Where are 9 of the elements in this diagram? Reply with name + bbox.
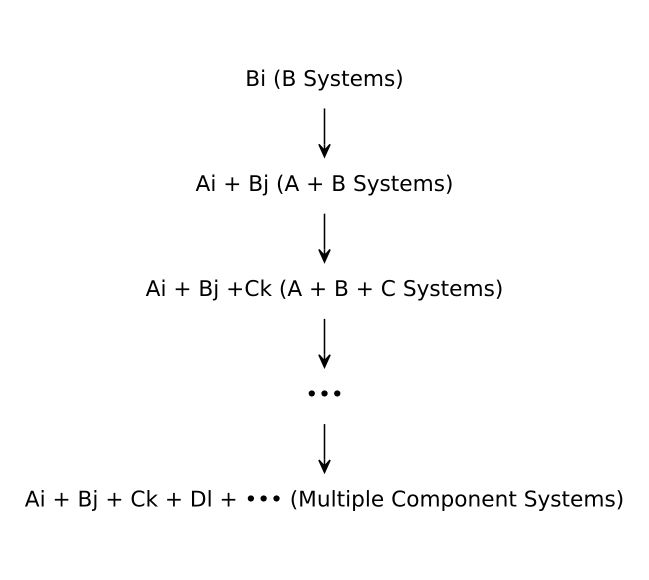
node-text: •••: [305, 382, 344, 407]
node-text: Ai + Bj +Ck (A + B + C Systems): [146, 276, 504, 302]
node-text: Bi (B Systems): [245, 66, 404, 92]
node-text: Ai + Bj + Ck + Dl + ••• (Multiple Component Systems): [24, 487, 624, 512]
arrow: [318, 318, 331, 368]
arrow: [318, 108, 331, 157]
arrow: [318, 213, 331, 262]
node-text: Ai + Bj (A + B Systems): [196, 172, 454, 196]
arrow: [318, 424, 331, 473]
